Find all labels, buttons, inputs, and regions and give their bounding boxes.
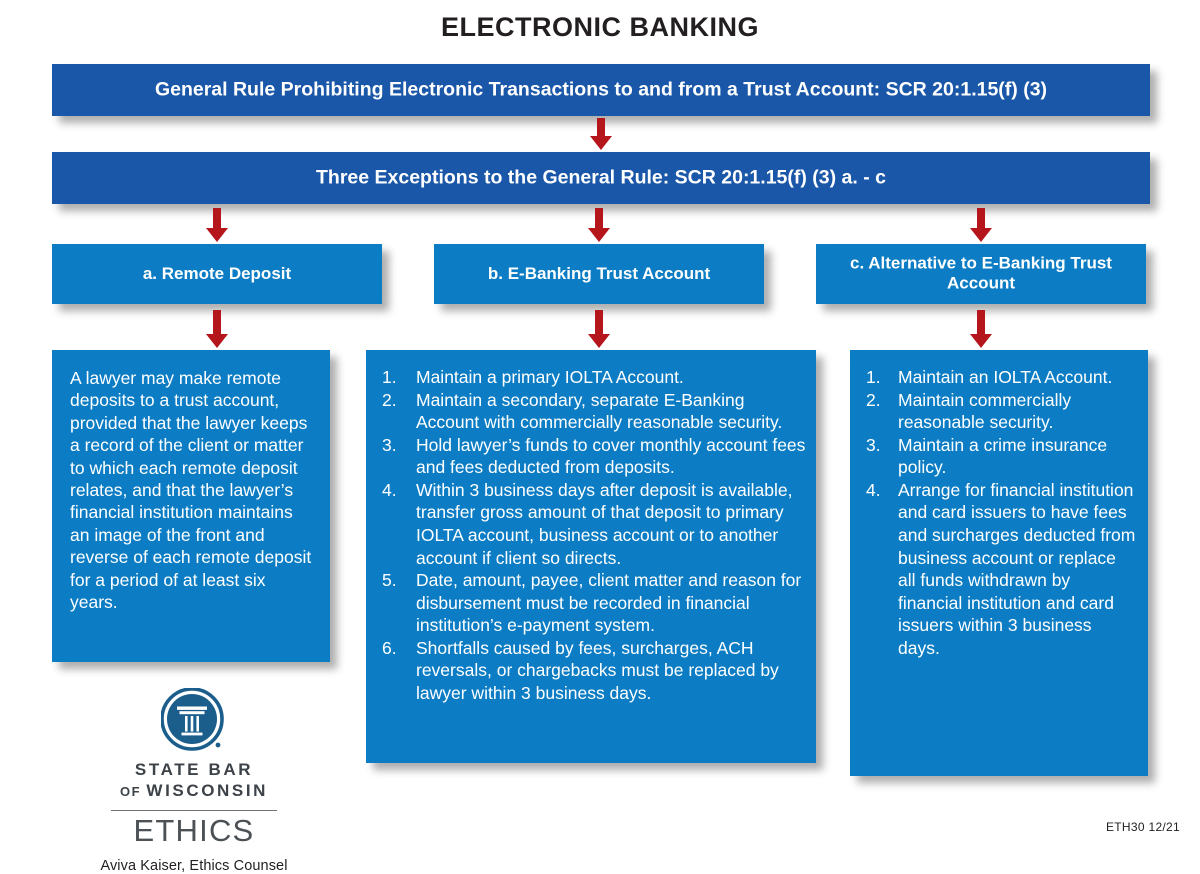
general-rule-text: General Rule Prohibiting Electronic Tran… xyxy=(154,78,1048,101)
list-item: Maintain commercially reasonable securit… xyxy=(866,389,1072,433)
state-bar-column-icon xyxy=(161,688,224,751)
exception-a-header: a. Remote Deposit xyxy=(52,244,382,304)
remote-deposit-paragraph: A lawyer may make remote deposits to a t… xyxy=(70,368,312,612)
exception-a-label: a. Remote Deposit xyxy=(142,263,292,283)
ebanking-requirements-list: Maintain a primary IOLTA Account. Mainta… xyxy=(380,366,806,704)
exception-c-header: c. Alternative to E-Banking Trust Accoun… xyxy=(816,244,1146,304)
arrow-down-to-content-c xyxy=(970,310,992,348)
list-item: Hold lawyer’s funds to cover monthly acc… xyxy=(382,434,806,478)
logo-wordmark: STATE BAR OF WISCONSIN xyxy=(74,760,314,801)
arrow-down-to-exception-b xyxy=(588,208,610,242)
logo-ethics-text: ETHICS xyxy=(133,813,255,849)
arrow-down-general-to-exceptions xyxy=(590,118,612,150)
general-rule-banner: General Rule Prohibiting Electronic Tran… xyxy=(52,64,1150,116)
content-box-b: Maintain a primary IOLTA Account. Mainta… xyxy=(366,350,816,763)
logo-line-of-wisconsin: OF WISCONSIN xyxy=(74,781,314,802)
logo-line-state-bar: STATE BAR xyxy=(134,760,254,779)
document-code: ETH30 12/21 xyxy=(1105,820,1180,834)
list-item: Maintain a secondary, separate E-Banking… xyxy=(382,389,783,433)
exceptions-banner: Three Exceptions to the General Rule: SC… xyxy=(52,152,1150,204)
exception-b-label: b. E-Banking Trust Account xyxy=(487,263,711,283)
logo-wisconsin-text: WISCONSIN xyxy=(146,780,269,800)
list-item: Within 3 business days after deposit is … xyxy=(382,479,793,568)
exception-b-header: b. E-Banking Trust Account xyxy=(434,244,764,304)
content-box-a: A lawyer may make remote deposits to a t… xyxy=(52,350,330,662)
list-item: Date, amount, payee, client matter and r… xyxy=(382,569,802,636)
exception-c-label: c. Alternative to E-Banking Trust Accoun… xyxy=(850,253,1112,293)
arrow-down-to-exception-a xyxy=(206,208,228,242)
list-item: Shortfalls caused by fees, surcharges, A… xyxy=(382,637,779,703)
arrow-down-to-exception-c xyxy=(970,208,992,242)
content-box-c: Maintain an IOLTA Account. Maintain comm… xyxy=(850,350,1148,776)
list-item: Arrange for financial institution and ca… xyxy=(866,479,1136,658)
logo-divider xyxy=(111,810,277,812)
list-item: Maintain an IOLTA Account. xyxy=(866,366,1113,388)
state-bar-logo-block: STATE BAR OF WISCONSIN ETHICS Aviva Kais… xyxy=(74,688,314,874)
list-item: Maintain a crime insurance policy. xyxy=(866,434,1108,478)
arrow-down-to-content-b xyxy=(588,310,610,348)
author-credit: Aviva Kaiser, Ethics Counsel xyxy=(100,858,288,874)
exceptions-text: Three Exceptions to the General Rule: SC… xyxy=(316,166,886,189)
arrow-down-to-content-a xyxy=(206,310,228,348)
page-title: ELECTRONIC BANKING xyxy=(441,12,759,42)
alternative-requirements-list: Maintain an IOLTA Account. Maintain comm… xyxy=(864,366,1138,659)
logo-of-text: OF xyxy=(119,783,147,799)
list-item: Maintain a primary IOLTA Account. xyxy=(382,366,684,388)
